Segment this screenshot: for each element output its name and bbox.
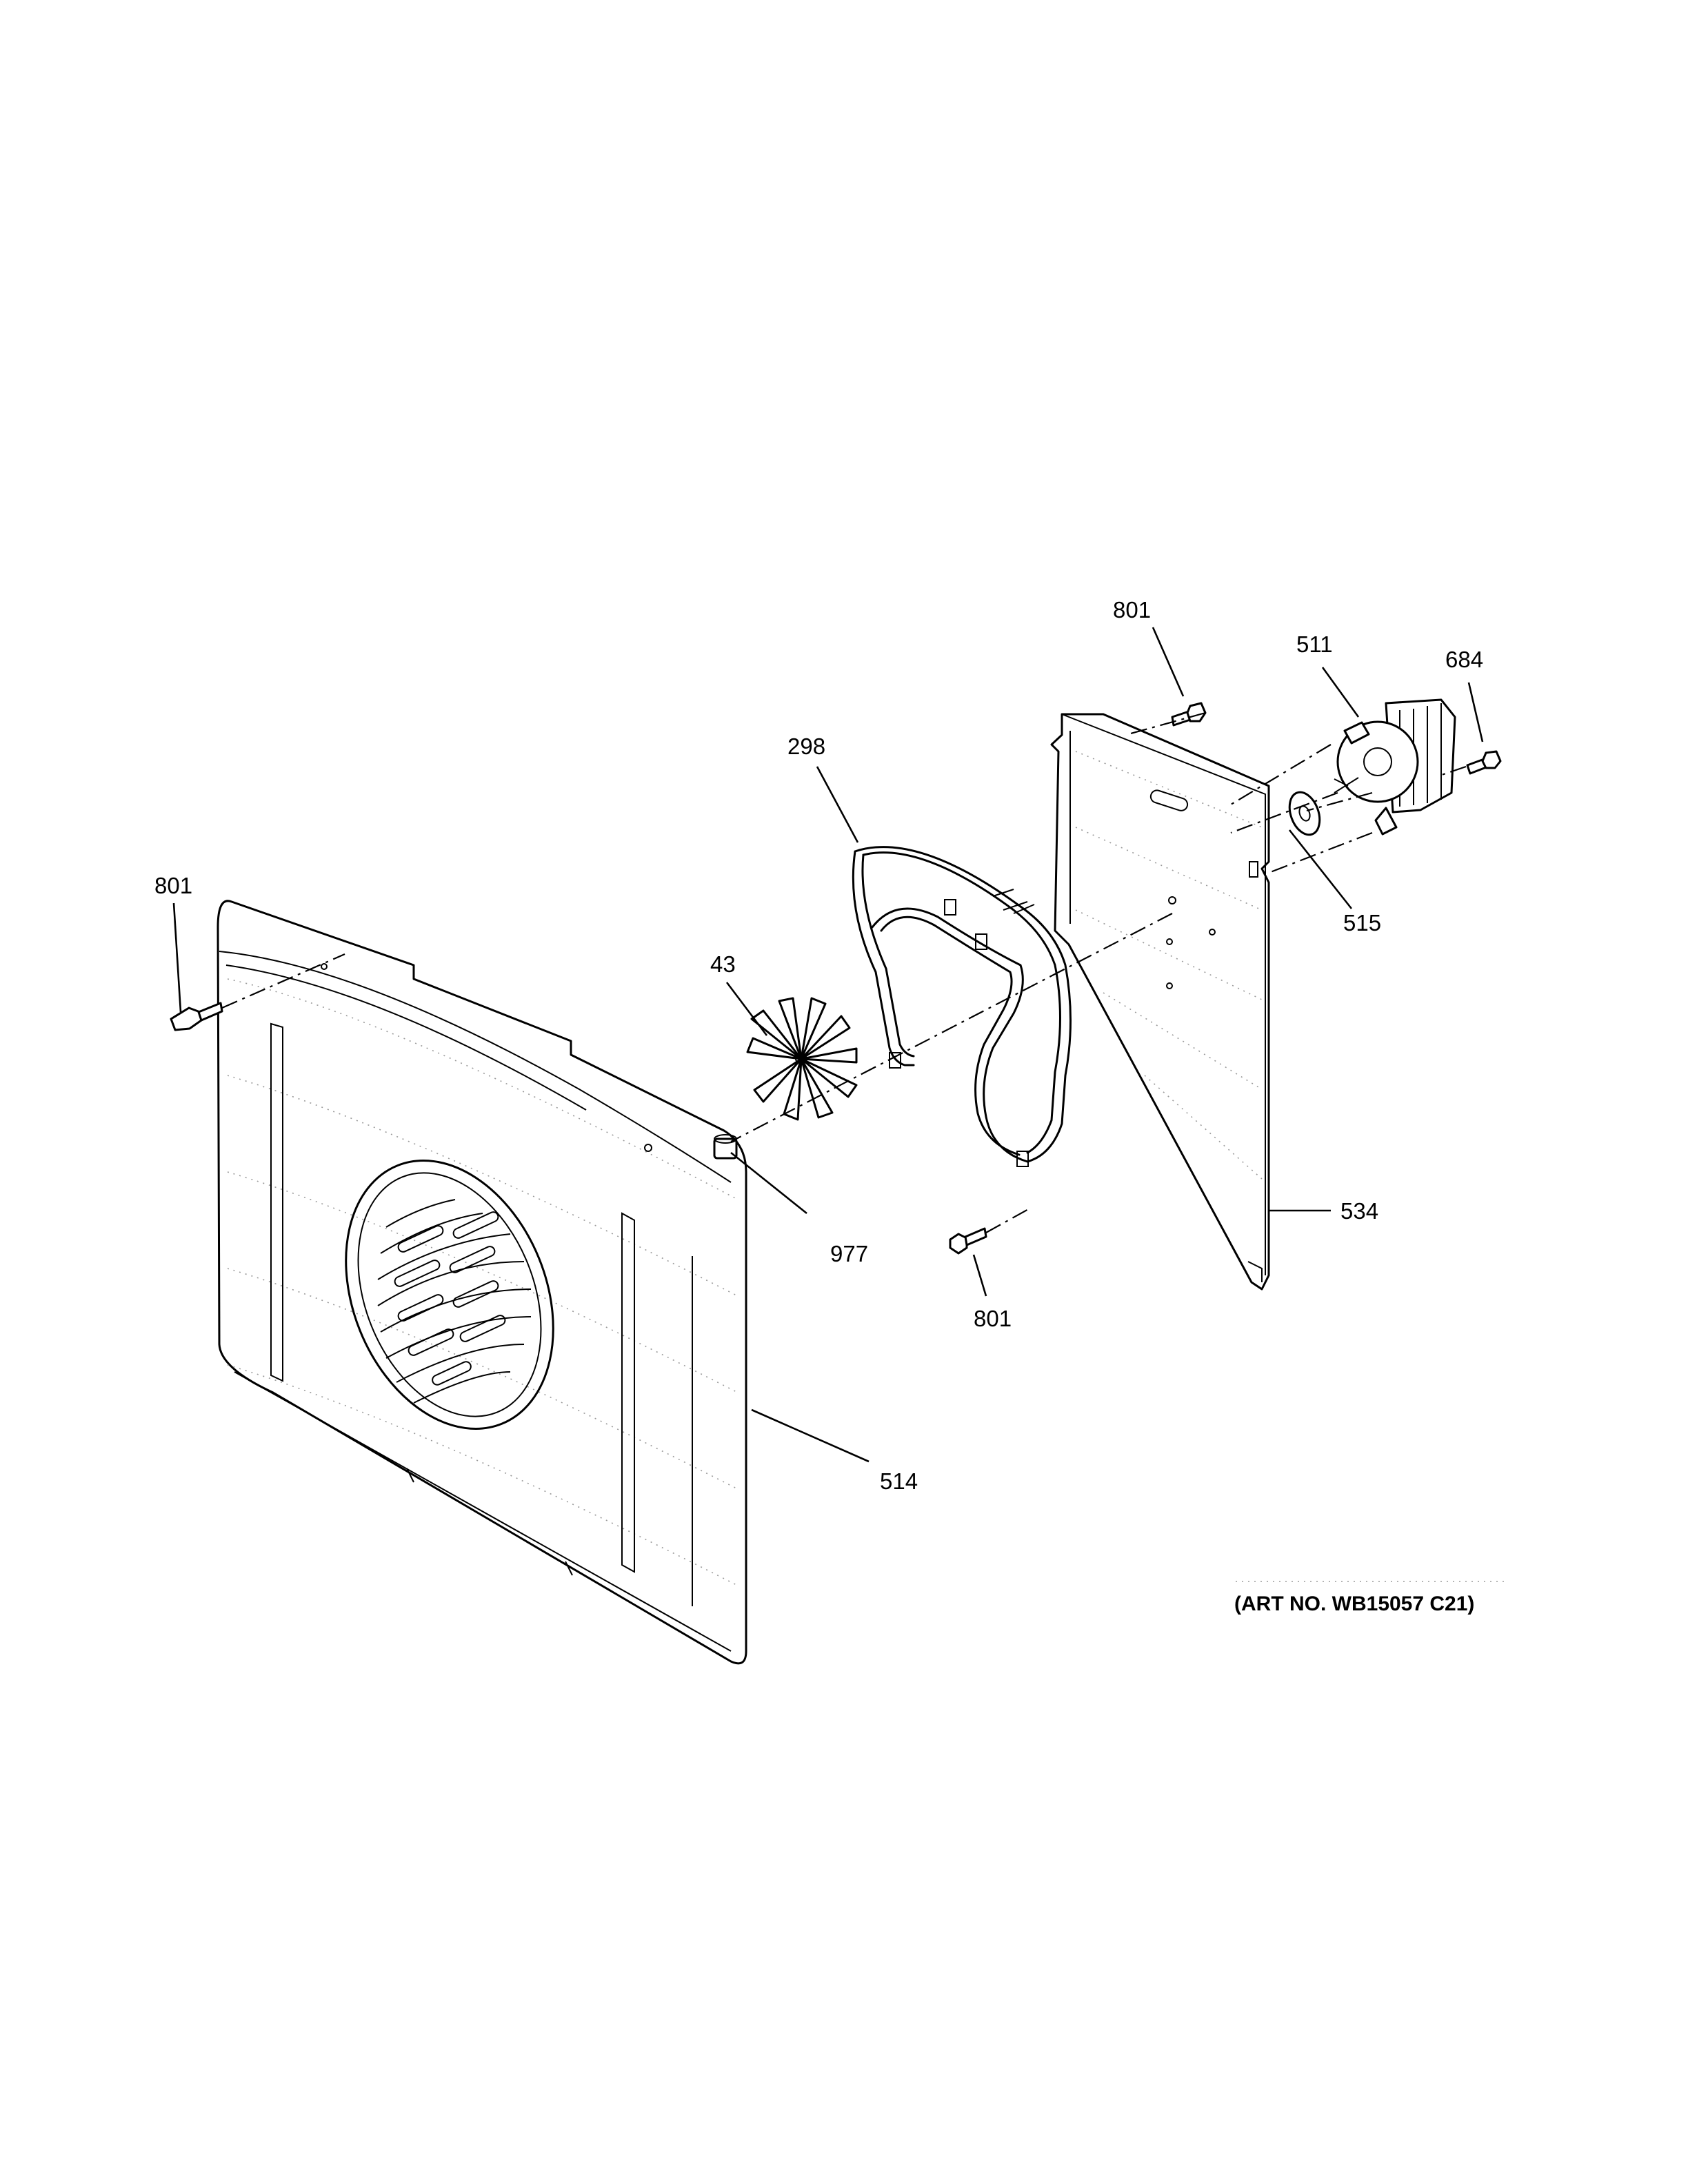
callout-515: 515 xyxy=(1343,910,1381,936)
callout-534: 534 xyxy=(1340,1198,1378,1224)
motor-cover-plate xyxy=(1050,713,1270,1291)
heating-element xyxy=(852,846,1072,1167)
motor-washer xyxy=(1288,791,1321,836)
callout-43: 43 xyxy=(710,951,736,977)
callout-684: 684 xyxy=(1445,647,1483,672)
screw-801-bottom xyxy=(949,1227,987,1255)
art-number: (ART NO. WB15057 C21) xyxy=(1234,1593,1474,1615)
callout-801-left: 801 xyxy=(154,873,192,898)
callout-514: 514 xyxy=(880,1468,918,1494)
fan-blade xyxy=(746,997,858,1121)
art-number-block: (ART NO. WB15057 C21) xyxy=(1234,1581,1507,1615)
leader-lines xyxy=(172,627,1484,1463)
callout-511: 511 xyxy=(1296,631,1333,657)
callout-298: 298 xyxy=(787,734,825,759)
grille-slots xyxy=(394,1211,506,1386)
convection-fan-motor xyxy=(1334,698,1456,836)
assembly-axes xyxy=(221,711,1467,1233)
callout-801-top: 801 xyxy=(1113,597,1151,623)
callout-801-bottom: 801 xyxy=(974,1306,1012,1331)
callout-977: 977 xyxy=(830,1241,868,1266)
screw-684 xyxy=(1466,750,1502,775)
callout-labels: 801 511 684 298 801 43 515 534 977 801 5… xyxy=(154,597,1483,1494)
rear-cover-panel xyxy=(217,900,747,1665)
screw-801-left xyxy=(170,1002,223,1031)
